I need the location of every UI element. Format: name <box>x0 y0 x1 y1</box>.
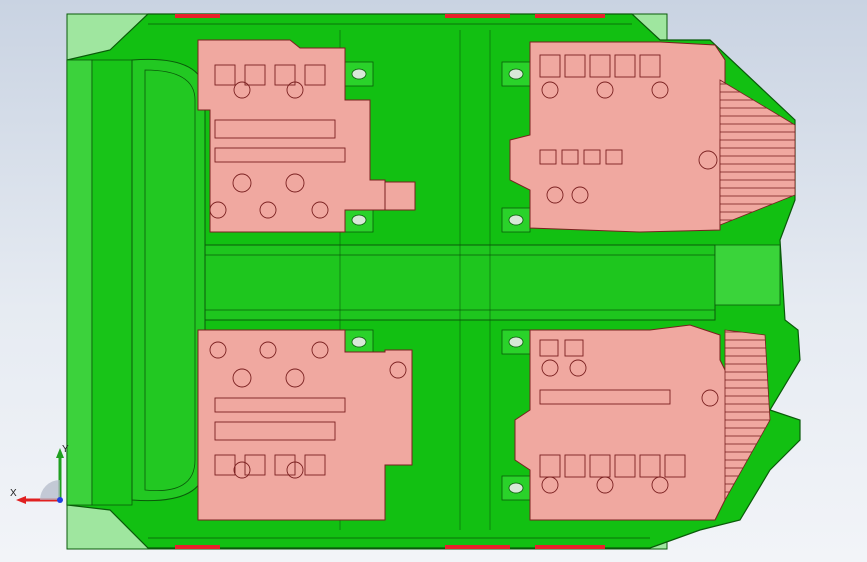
insert-block-bottom-left[interactable] <box>197 329 413 521</box>
insert-block-top-left[interactable] <box>197 39 416 233</box>
y-axis-label: Y <box>62 444 69 455</box>
axis-triad-icon: X Y <box>10 444 69 504</box>
x-axis-label: X <box>10 488 17 499</box>
insert-block-bottom-right[interactable] <box>514 324 731 521</box>
insert-block-top-right[interactable] <box>509 41 726 233</box>
ribbed-fins <box>719 79 796 502</box>
red-markers <box>175 14 605 549</box>
